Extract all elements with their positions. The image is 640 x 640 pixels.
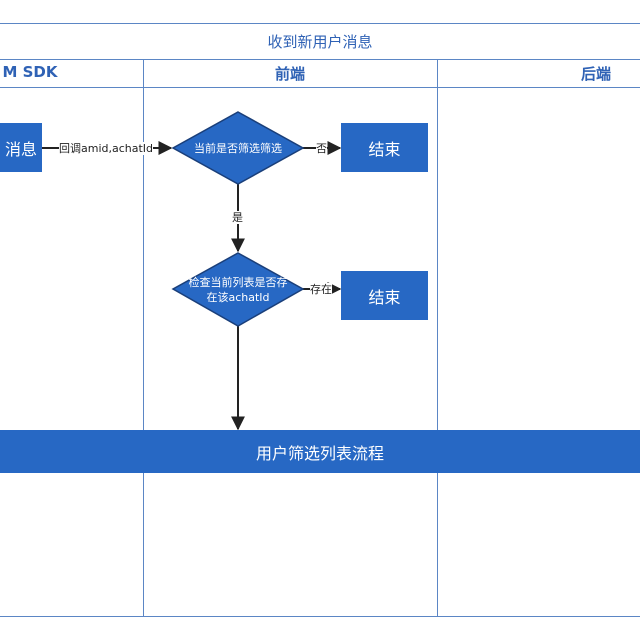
frame-header-divider xyxy=(0,87,640,88)
decision-exists-label-line2: 在该achatId xyxy=(206,291,270,304)
lane-header-sdk: M SDK xyxy=(2,63,58,81)
message-node-label: 消息 xyxy=(4,139,37,159)
edge-exists-label: 存在 xyxy=(310,283,332,296)
decision-filter-label: 当前是否筛选筛选 xyxy=(194,142,282,155)
end-node-2: 结束 xyxy=(341,271,428,320)
flow-banner-label: 用户筛选列表流程 xyxy=(255,443,384,463)
frame-title-divider xyxy=(0,59,640,60)
end-node-2-label: 结束 xyxy=(368,287,401,307)
lane-divider-1 xyxy=(143,59,144,617)
flow-banner: 用户筛选列表流程 xyxy=(0,430,640,473)
message-node: 消息 xyxy=(0,123,42,172)
frame-bottom-border xyxy=(0,616,640,617)
lane-header-frontend: 前端 xyxy=(274,65,305,83)
decision-exists-label-line1: 检查当前列表是否存 xyxy=(188,276,288,289)
frame-top-border xyxy=(0,23,640,24)
lane-header-backend: 后端 xyxy=(580,65,611,83)
edge-no-label: 否 xyxy=(316,142,327,155)
decision-filter-shape xyxy=(171,111,305,185)
lane-divider-2 xyxy=(437,59,438,617)
decision-exists-shape xyxy=(171,252,305,327)
edge-yes-label: 是 xyxy=(232,211,243,224)
diagram-title: 收到新用户消息 xyxy=(267,33,373,51)
decision-exists-label: 检查当前列表是否存 在该achatId xyxy=(178,275,298,305)
end-node-1: 结束 xyxy=(341,123,428,172)
end-node-1-label: 结束 xyxy=(368,139,401,159)
edge-callback-label: 回调amid,achatId xyxy=(59,142,154,155)
